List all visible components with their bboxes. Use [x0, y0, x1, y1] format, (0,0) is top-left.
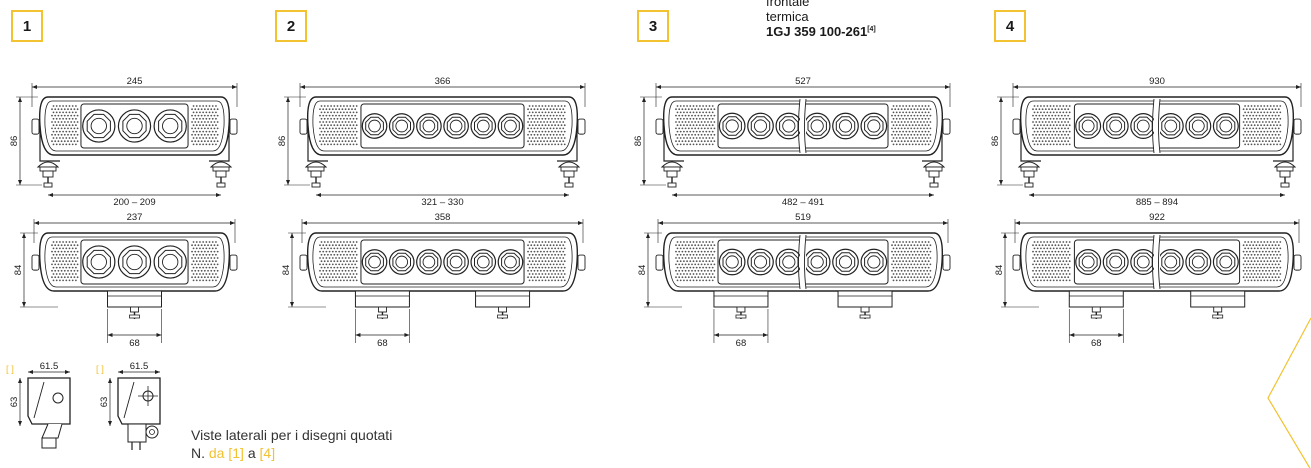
side-view-width-2: 61.5	[130, 361, 149, 372]
upper-width-dim-1: 245	[127, 76, 143, 87]
caption-mid: a	[247, 445, 256, 461]
decorative-chevron	[1267, 317, 1311, 468]
light-bar-upper-1	[31, 96, 238, 156]
lower-width-dim-2: 358	[435, 212, 451, 223]
side-view-1: [ ] 61.5 63	[6, 361, 71, 449]
side-view-2: [ ] 61.5 63	[96, 361, 161, 450]
light-bar-lower-3	[655, 232, 951, 292]
drawing-number-badge-4: 4	[994, 10, 1026, 42]
side-view-height-1: 63	[9, 397, 20, 408]
caption-line1: Viste laterali per i disegni quotati	[191, 427, 393, 443]
model-part-number: 1GJ 359 100-261	[766, 24, 868, 39]
light-bar-lower-2	[299, 232, 586, 292]
light-bar-upper-4	[1012, 96, 1302, 156]
side-view-width-1: 61.5	[40, 361, 59, 372]
upper-height-dim-1: 86	[9, 136, 20, 147]
drawing-group-1: 245 86 200 – 209 237 84 68	[9, 76, 238, 349]
caption-to-ref: [4]	[259, 445, 276, 461]
upper-width-dim-2: 366	[435, 76, 451, 87]
caption-from-ref: [1]	[228, 445, 244, 461]
model-footnote-ref: [4]	[867, 26, 876, 33]
upper-height-dim-3: 86	[633, 136, 644, 147]
upper-width-dim-3: 527	[795, 76, 811, 87]
lower-mount-dim-3: 68	[736, 338, 747, 349]
light-bar-lower-4	[1012, 232, 1302, 292]
light-bar-lower-1	[31, 232, 238, 292]
lower-height-dim-2: 84	[281, 265, 292, 276]
lower-height-dim-3: 84	[637, 265, 648, 276]
upper-height-dim-4: 86	[990, 136, 1001, 147]
lower-width-dim-3: 519	[795, 212, 811, 223]
drawing-number-badge-2: 2	[275, 10, 307, 42]
caption-from-word: da	[208, 445, 225, 461]
drawing-number-badge-3: 3	[637, 10, 669, 42]
upper-mount-dim-1: 200 – 209	[113, 197, 155, 208]
upper-mount-dim-4: 885 – 894	[1136, 197, 1178, 208]
drawing-group-2: 366 86 321 – 330 358 84 68	[277, 76, 586, 349]
model-label-line2: termica	[766, 9, 809, 24]
lower-width-dim-4: 922	[1149, 212, 1165, 223]
side-view-bracket-1: [ ]	[6, 364, 14, 375]
caption-line2: N. da [1] a [4]	[191, 444, 392, 462]
lower-width-dim-1: 237	[127, 212, 143, 223]
drawing-group-4: 930 86 885 – 894 922 84 68	[990, 76, 1302, 349]
upper-height-dim-2: 86	[277, 136, 288, 147]
upper-mount-dim-3: 482 – 491	[782, 197, 824, 208]
side-view-caption: Viste laterali per i disegni quotati N. …	[191, 426, 392, 462]
upper-width-dim-4: 930	[1149, 76, 1165, 87]
upper-mount-dim-2: 321 – 330	[421, 197, 463, 208]
light-bar-upper-2	[299, 96, 586, 156]
caption-prefix: N.	[191, 445, 205, 461]
lower-mount-dim-1: 68	[129, 338, 140, 349]
drawing-number-badge-1: 1	[11, 10, 43, 42]
model-label-line1: frontale	[766, 0, 810, 9]
lower-mount-dim-4: 68	[1091, 338, 1102, 349]
drawing-group-3: 527 86 482 – 491 519 84 68	[633, 76, 951, 349]
side-view-bracket-2: [ ]	[96, 364, 104, 375]
light-bar-upper-3	[655, 96, 951, 156]
model-label: frontale termica 1GJ 359 100-261[4]	[766, 0, 876, 39]
lower-height-dim-1: 84	[13, 265, 24, 276]
lower-height-dim-4: 84	[994, 265, 1005, 276]
lower-mount-dim-2: 68	[377, 338, 388, 349]
side-view-height-2: 63	[99, 397, 110, 408]
